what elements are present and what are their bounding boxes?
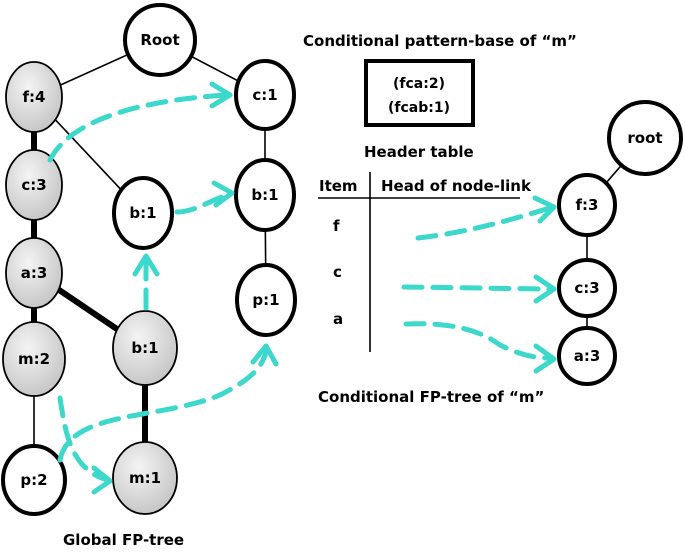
arrowhead-cond-a3 [533, 343, 557, 374]
pattern-base-box: Conditional pattern-base of “m” (fca:2) … [303, 32, 577, 127]
svg-text:b:1: b:1 [251, 186, 278, 204]
pattern-base-frame [364, 59, 475, 127]
node-root: Root [123, 3, 197, 77]
link-c3-to-c1 [47, 92, 231, 163]
pattern-base-title: Conditional pattern-base of “m” [303, 32, 577, 50]
svg-text:Root: Root [140, 31, 179, 49]
svg-text:c:1: c:1 [252, 86, 277, 104]
arrowhead-cond-f3 [532, 195, 557, 224]
arrowhead-cond-c3 [533, 274, 557, 304]
svg-text:f:3: f:3 [576, 196, 599, 214]
header-table: Header table Item Head of node-link f c … [318, 143, 532, 352]
link-header-a [403, 321, 553, 361]
svg-text:c:3: c:3 [21, 176, 46, 194]
node-b1-mid: b:1 [112, 310, 178, 386]
node-cond-f3: f:3 [557, 173, 617, 237]
node-b1-left: b:1 [112, 176, 174, 250]
arrowhead-m1 [91, 465, 113, 495]
svg-text:p:2: p:2 [20, 471, 47, 489]
link-p2-to-p1 [57, 349, 269, 463]
arrowhead-b1-right [211, 180, 235, 208]
svg-text:m:1: m:1 [129, 469, 161, 487]
svg-text:c:3: c:3 [574, 279, 599, 297]
node-p2: p:2 [1, 444, 67, 516]
node-cond-root: root [607, 100, 683, 176]
svg-text:f:4: f:4 [23, 88, 46, 106]
svg-text:a:3: a:3 [574, 347, 601, 365]
node-c1: c:1 [234, 59, 296, 131]
link-m2-to-m1 [57, 395, 111, 483]
header-item-a: a [333, 310, 343, 328]
global-fp-tree: Root f:4 c:3 a:3 m:2 p:2 b:1 b:1 [1, 3, 297, 549]
svg-text:b:1: b:1 [129, 204, 156, 222]
svg-text:b:1: b:1 [131, 339, 158, 357]
global-tree-caption: Global FP-tree [63, 531, 184, 549]
header-table-title: Header table [364, 143, 474, 161]
node-cond-c3: c:3 [557, 258, 617, 318]
svg-text:a:3: a:3 [21, 264, 48, 282]
pattern-base-entry-2: (fcab:1) [388, 100, 450, 116]
arrowhead-p1 [250, 343, 279, 367]
link-header-c [401, 284, 553, 292]
node-c3: c:3 [5, 149, 63, 221]
node-cond-a3: a:3 [557, 326, 617, 386]
header-col-item: Item [319, 177, 358, 195]
tree-edges [31, 39, 646, 480]
svg-text:root: root [627, 129, 662, 147]
pattern-base-entry-1: (fca:2) [393, 76, 445, 92]
node-m2: m:2 [2, 321, 66, 397]
node-b1-right: b:1 [234, 158, 296, 232]
arrowhead-c1 [209, 81, 233, 109]
arrowhead-b1-left [132, 253, 160, 277]
header-item-f: f [333, 217, 340, 235]
header-col-head: Head of node-link [381, 177, 532, 195]
node-m1: m:1 [112, 441, 178, 515]
cond-tree-caption: Conditional FP-tree of “m” [318, 388, 544, 406]
link-header-f [415, 205, 553, 241]
node-a3: a:3 [5, 237, 63, 309]
node-p1: p:1 [235, 263, 297, 337]
conditional-fp-tree: root f:3 c:3 a:3 Conditional FP-tree of … [318, 100, 683, 406]
svg-text:m:2: m:2 [18, 350, 50, 368]
node-links [47, 81, 557, 495]
svg-text:p:1: p:1 [252, 291, 279, 309]
header-item-c: c [333, 263, 342, 281]
node-f4: f:4 [5, 61, 63, 133]
